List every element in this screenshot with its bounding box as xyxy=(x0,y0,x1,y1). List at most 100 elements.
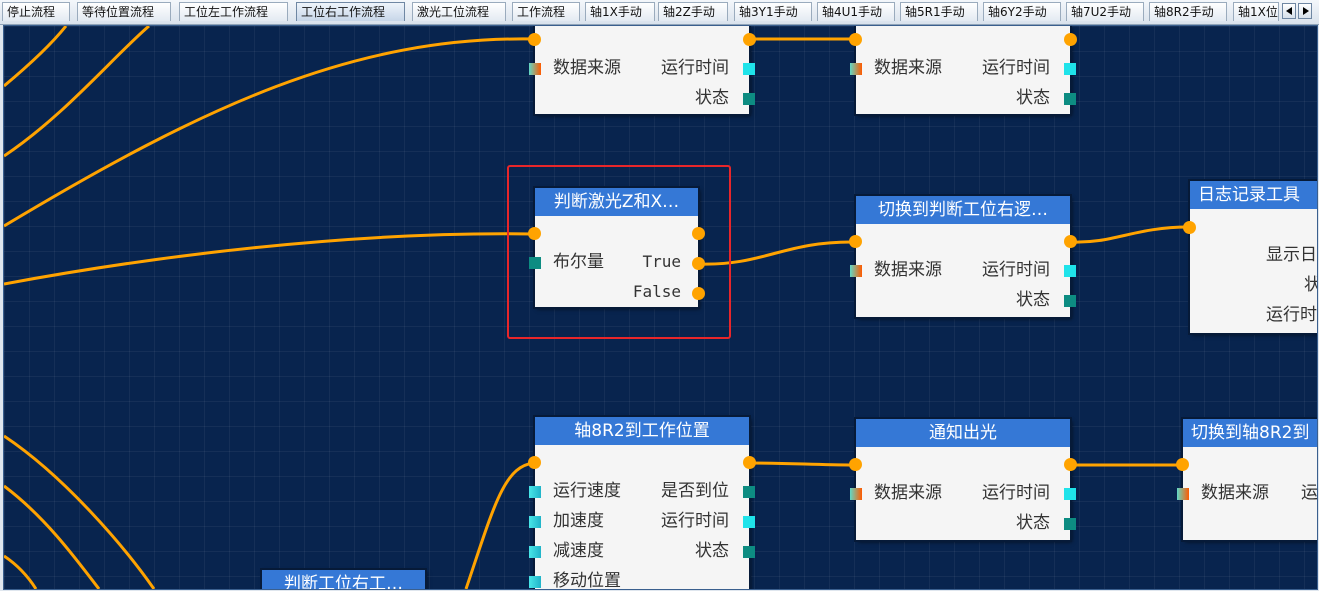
port-label: 运行时间 xyxy=(982,260,1050,280)
input-port[interactable] xyxy=(850,63,862,75)
output-port[interactable] xyxy=(743,486,755,498)
port-label: 布尔量 xyxy=(553,252,604,272)
false-out-port[interactable] xyxy=(692,287,705,300)
flow-in-port[interactable] xyxy=(528,33,541,46)
flow-in-port[interactable] xyxy=(528,227,541,240)
tab-left-station-flow[interactable]: 工位左工作流程 xyxy=(179,2,288,21)
input-port[interactable] xyxy=(529,546,541,558)
flow-out-port[interactable] xyxy=(1064,33,1077,46)
tab-stop-flow[interactable]: 停止流程 xyxy=(2,2,70,21)
output-port[interactable] xyxy=(1064,93,1076,105)
flow-out-port[interactable] xyxy=(743,456,756,469)
node-notify-laser[interactable]: 通知出光 数据来源 运行时间 状态 xyxy=(849,419,1077,540)
port-label: 运行时间 xyxy=(661,511,729,531)
node-switch-right-station[interactable]: 切换到判断工位右逻… 数据来源 运行时间 状态 xyxy=(849,196,1077,317)
output-port[interactable] xyxy=(743,546,755,558)
port-label: 状态 xyxy=(1016,513,1050,533)
input-port[interactable] xyxy=(850,265,862,277)
input-port[interactable] xyxy=(1177,488,1189,500)
port-label: 数据来源 xyxy=(874,260,942,280)
port-label: 运行时间 xyxy=(982,58,1050,78)
tab-scroll-right-button[interactable] xyxy=(1298,3,1312,19)
port-label: 是否到位 xyxy=(661,481,729,501)
tab-axis4u1-manual[interactable]: 轴4U1手动 xyxy=(817,2,895,21)
output-port[interactable] xyxy=(1064,63,1076,75)
true-out-port[interactable] xyxy=(692,257,705,270)
node-title: 日志记录工具 xyxy=(1190,181,1317,209)
flow-out-port[interactable] xyxy=(1064,458,1077,471)
tab-axis5r1-manual[interactable]: 轴5R1手动 xyxy=(900,2,978,21)
port-label: 运行时间 xyxy=(982,483,1050,503)
wire-left-4[interactable] xyxy=(4,484,101,589)
port-label: 运 xyxy=(1301,483,1318,503)
node-switch-axis8r2[interactable]: 切换到轴8R2到 数据来源 运 xyxy=(1176,419,1318,540)
wire-switch-log[interactable] xyxy=(1069,225,1190,244)
node-title: 轴8R2到工作位置 xyxy=(535,417,749,445)
flow-out-port[interactable] xyxy=(743,33,756,46)
output-port[interactable] xyxy=(743,516,755,528)
flow-in-port[interactable] xyxy=(1183,221,1196,234)
wire-left-5[interactable] xyxy=(4,554,38,589)
tab-axis1x-manual[interactable]: 轴1X手动 xyxy=(585,2,655,21)
node-log-tool[interactable]: 日志记录工具 显示日 状 运行时 xyxy=(1183,181,1317,333)
node-top-1[interactable]: 数据来源 运行时间 状态 xyxy=(528,26,756,114)
connection-wires xyxy=(4,26,1190,589)
flow-in-port[interactable] xyxy=(849,33,862,46)
tab-axis1x-position[interactable]: 轴1X位置 xyxy=(1233,2,1279,21)
input-port[interactable] xyxy=(529,486,541,498)
node-judge-right-station[interactable]: 判断工位右工… xyxy=(262,570,425,589)
selection-rectangle xyxy=(507,165,731,339)
tab-right-station-flow[interactable]: 工位右工作流程 xyxy=(296,2,405,21)
tab-scroll-left-button[interactable] xyxy=(1282,3,1296,19)
port-label: 数据来源 xyxy=(874,58,942,78)
flow-in-port[interactable] xyxy=(1176,458,1189,471)
flow-out-port[interactable] xyxy=(692,227,705,240)
tab-wait-position-flow[interactable]: 等待位置流程 xyxy=(77,2,171,21)
wire-to-axis8[interactable] xyxy=(464,461,535,589)
tab-axis8r2-manual[interactable]: 轴8R2手动 xyxy=(1149,2,1227,21)
tab-bar: 停止流程 等待位置流程 工位左工作流程 工位右工作流程 激光工位流程 工作流程 … xyxy=(0,0,1319,25)
output-port[interactable] xyxy=(743,63,755,75)
input-port[interactable] xyxy=(529,257,541,269)
wire-left-2[interactable] xyxy=(4,26,150,158)
flow-in-port[interactable] xyxy=(528,456,541,469)
flow-in-port[interactable] xyxy=(849,458,862,471)
node-title: 切换到轴8R2到 xyxy=(1183,419,1317,447)
port-label: 减速度 xyxy=(553,541,604,561)
flow-in-port[interactable] xyxy=(849,235,862,248)
node-judge-laser[interactable]: 判断激光Z和X… 布尔量 True False xyxy=(528,188,705,307)
arrow-right-icon xyxy=(1303,7,1309,15)
port-label: 状态 xyxy=(695,88,729,108)
wire-to-top1[interactable] xyxy=(4,37,535,228)
port-label: 数据来源 xyxy=(553,58,621,78)
node-axis8r2-work-position[interactable]: 轴8R2到工作位置 运行速度 加速度 减速度 移动位置 是否到位 运行时间 状态 xyxy=(528,417,756,589)
wire-axis8-notify[interactable] xyxy=(748,461,856,467)
wire-left-3[interactable] xyxy=(4,434,156,589)
output-port[interactable] xyxy=(1064,518,1076,530)
input-port[interactable] xyxy=(850,488,862,500)
wire-to-judge[interactable] xyxy=(4,232,535,286)
tab-axis2z-manual[interactable]: 轴2Z手动 xyxy=(658,2,728,21)
output-port[interactable] xyxy=(743,93,755,105)
output-port[interactable] xyxy=(1064,265,1076,277)
port-label: 状态 xyxy=(1016,290,1050,310)
tab-laser-station-flow[interactable]: 激光工位流程 xyxy=(412,2,506,21)
input-port[interactable] xyxy=(529,576,541,588)
wire-judge-switch[interactable] xyxy=(698,240,856,266)
output-port[interactable] xyxy=(1064,295,1076,307)
port-label: 运行时间 xyxy=(661,58,729,78)
wire-left-1[interactable] xyxy=(4,26,68,88)
node-title: 切换到判断工位右逻… xyxy=(856,196,1070,224)
tab-axis6y2-manual[interactable]: 轴6Y2手动 xyxy=(983,2,1061,21)
port-label: 加速度 xyxy=(553,511,604,531)
tab-axis3y1-manual[interactable]: 轴3Y1手动 xyxy=(734,2,812,21)
flow-out-port[interactable] xyxy=(1064,235,1077,248)
node-top-2[interactable]: 数据来源 运行时间 状态 xyxy=(849,26,1077,114)
flow-canvas[interactable]: 数据来源 运行时间 状态 数据来源 运行时间 状态 判断激光Z和X… 布尔量 T… xyxy=(3,25,1318,590)
tab-axis7u2-manual[interactable]: 轴7U2手动 xyxy=(1066,2,1144,21)
port-label: 数据来源 xyxy=(874,483,942,503)
input-port[interactable] xyxy=(529,63,541,75)
tab-work-flow[interactable]: 工作流程 xyxy=(512,2,580,21)
input-port[interactable] xyxy=(529,516,541,528)
output-port[interactable] xyxy=(1064,488,1076,500)
